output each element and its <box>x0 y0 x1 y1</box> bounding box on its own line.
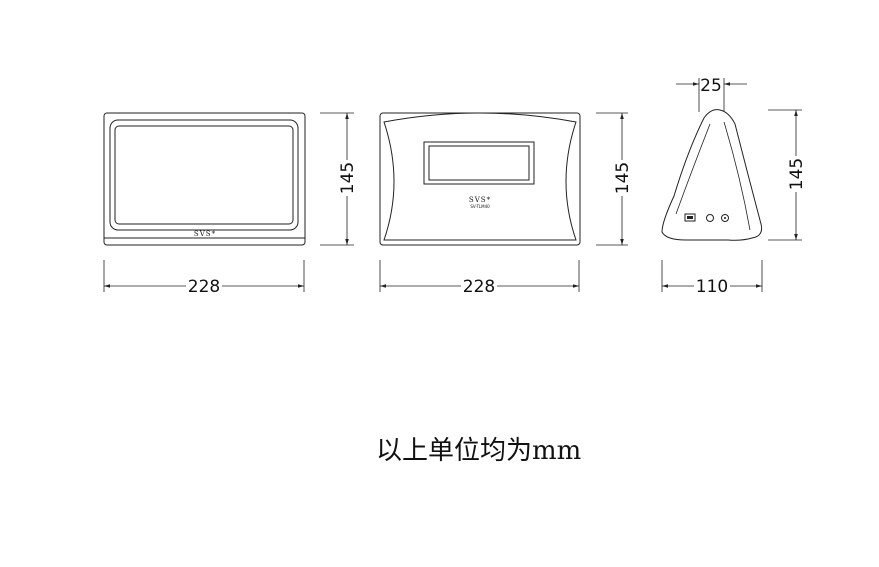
power-port-pin <box>724 217 726 219</box>
back-raised-panel <box>383 112 577 241</box>
side-body-outline <box>661 109 763 241</box>
back-model-text: SV-TLM40 <box>470 204 490 209</box>
side-inner-fold-right <box>723 121 751 231</box>
side-width-dimension: 110 <box>661 260 763 297</box>
audio-jack-icon <box>706 214 714 222</box>
front-width-dimension: 228 <box>103 260 305 297</box>
side-height-label: 145 <box>787 158 807 190</box>
front-width-label: 228 <box>188 277 220 297</box>
front-outer-body <box>103 112 306 246</box>
back-width-dimension: 228 <box>379 260 580 297</box>
front-brand-logo: SVS* <box>194 230 216 238</box>
side-inner-fold-left <box>675 123 711 215</box>
back-brand-logo: SVS* <box>469 196 491 204</box>
back-outer-body <box>379 112 581 246</box>
back-width-label: 228 <box>463 277 495 297</box>
side-top-dimension: 25 <box>676 76 747 112</box>
side-height-dimension: 145 <box>768 109 807 241</box>
back-view: SVS* SV-TLM40 <box>379 112 581 246</box>
side-width-label: 110 <box>696 277 728 297</box>
side-top-label: 25 <box>700 76 722 96</box>
back-height-label: 145 <box>613 162 633 194</box>
side-view <box>661 109 763 241</box>
front-screen <box>114 125 294 225</box>
front-height-label: 145 <box>338 162 358 194</box>
front-height-dimension: 145 <box>320 112 358 246</box>
units-note: 以上单位均为mm <box>376 436 582 466</box>
front-screen-bezel <box>109 119 299 231</box>
back-label-window <box>423 141 535 185</box>
usb-port-inner <box>687 216 693 219</box>
back-height-dimension: 145 <box>596 112 633 246</box>
back-label-window-inner <box>428 145 530 181</box>
front-view: SVS* <box>103 112 306 246</box>
